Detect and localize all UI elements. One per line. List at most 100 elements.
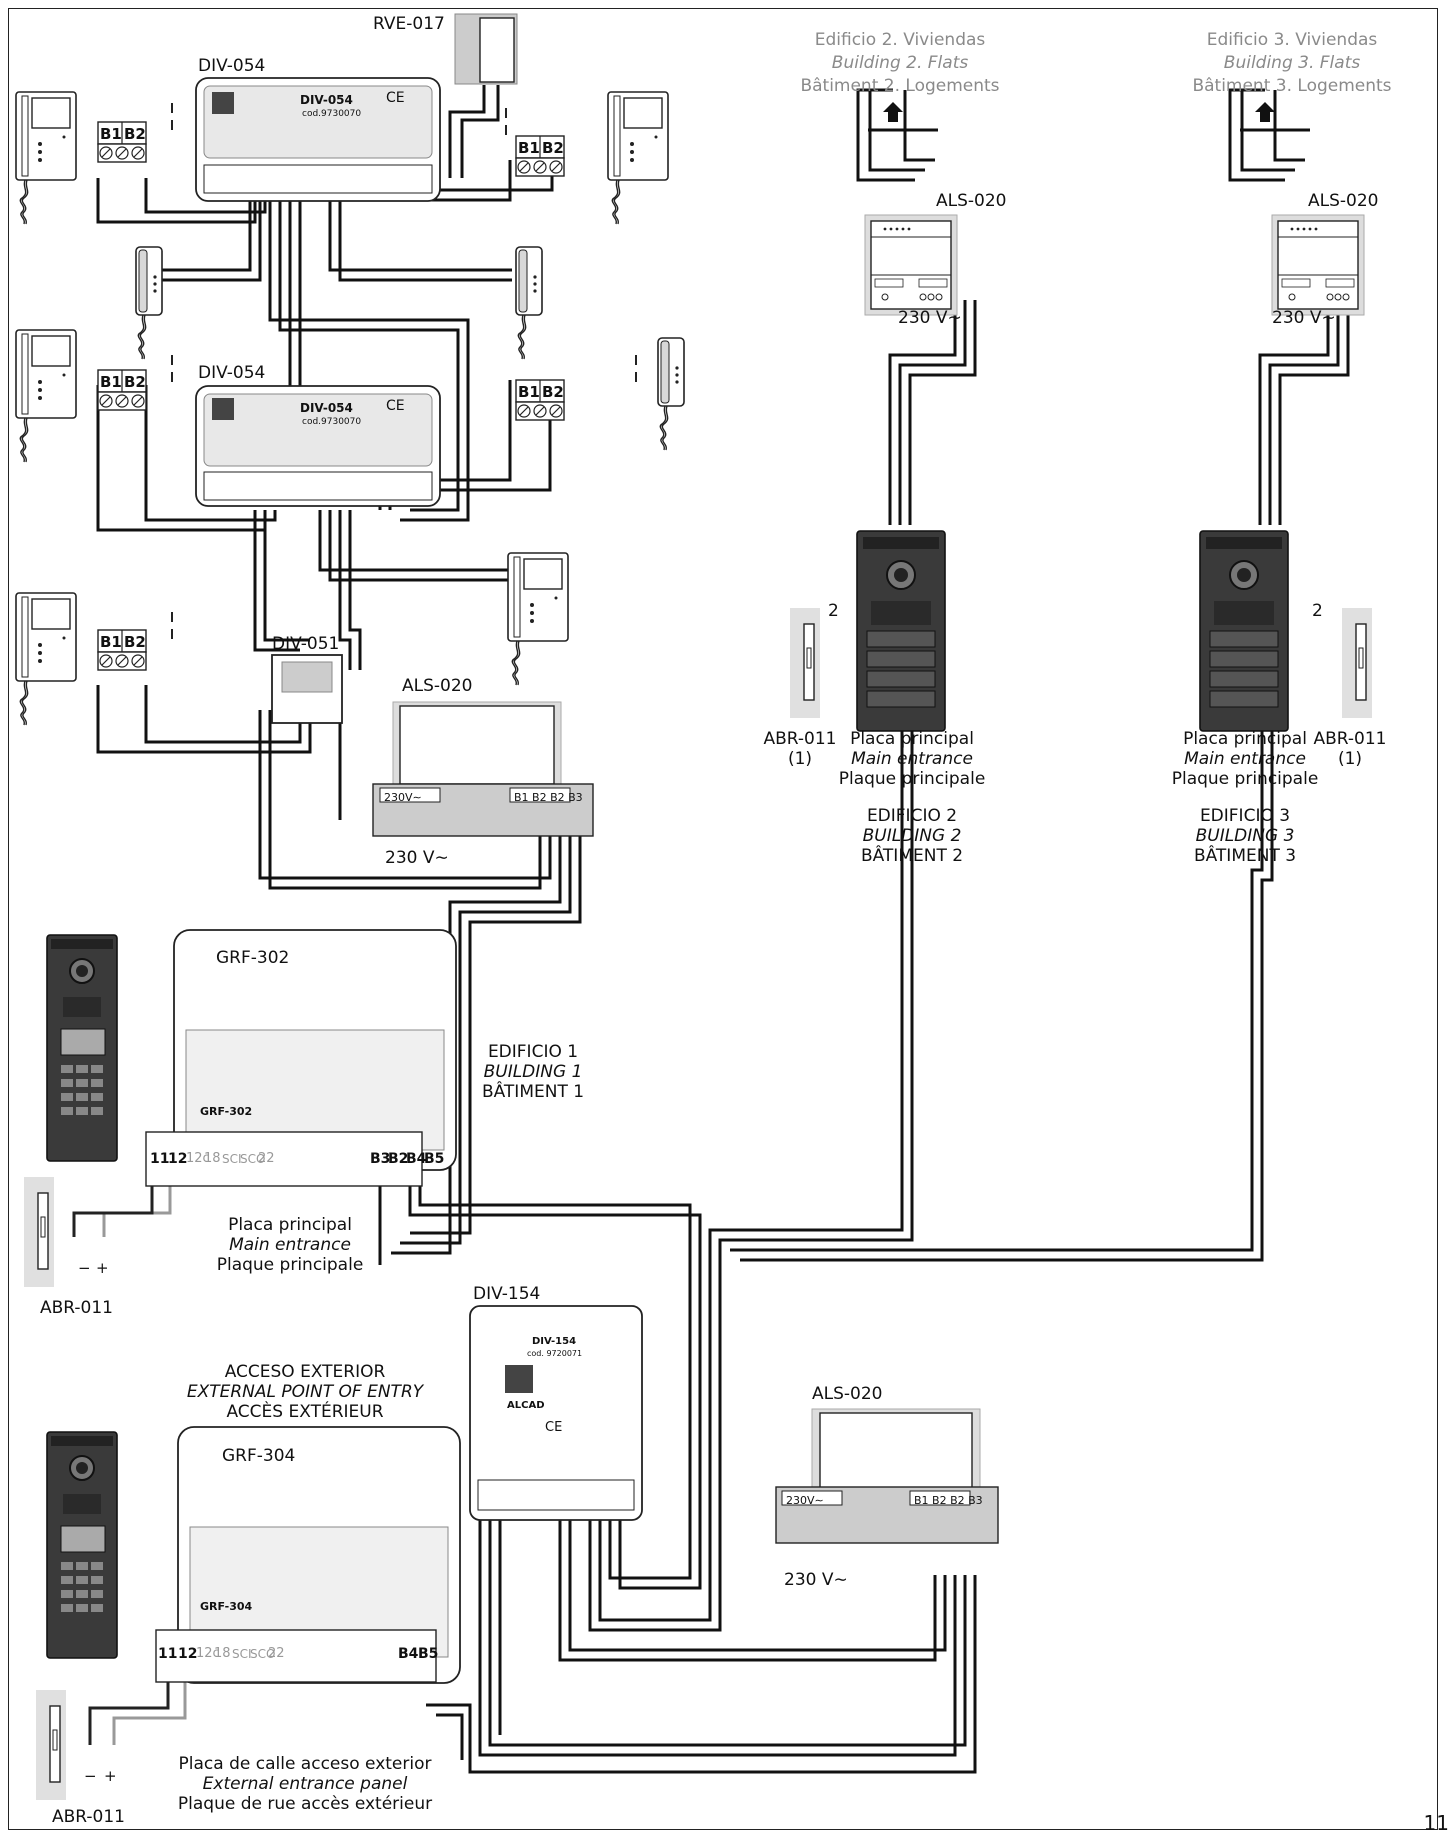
audio-handset	[657, 337, 685, 451]
building-risers	[868, 102, 1310, 132]
video-monitor	[607, 91, 669, 225]
door-lock	[23, 1176, 55, 1288]
terminal-label-b1: B1	[518, 383, 540, 401]
als020-power-supply	[1271, 214, 1365, 316]
div054-distributor-top	[195, 77, 441, 202]
voltage-label: 230 V∼	[1272, 308, 1336, 328]
div054-mid-ce-mark: CE	[386, 398, 405, 414]
building3-en: Building 3. Flats	[1223, 53, 1361, 73]
terminal-label-b1: B1	[100, 125, 122, 143]
abr011-b-label: ABR-011	[52, 1807, 125, 1827]
terminal-label-b2: B2	[124, 125, 146, 143]
div154-label: DIV-154	[473, 1284, 541, 1304]
grf302-b3: B3	[370, 1151, 391, 1167]
abr011-b2-note: (1)	[787, 749, 813, 769]
street-panel-en: External entrance panel	[202, 1774, 408, 1794]
grf302-t12c: 12c	[186, 1151, 210, 1166]
div054-ce-mark: CE	[386, 90, 405, 106]
grf302-main-es: Placa principal	[228, 1215, 352, 1235]
wire-count: 2	[828, 601, 839, 621]
als-left-plate-volt: 230V∼	[384, 791, 422, 804]
als-left-plate-b: B1 B2 B2 B3	[514, 791, 583, 804]
exterior-en: EXTERNAL POINT OF ENTRY	[186, 1382, 424, 1402]
abr011-a-label: ABR-011	[40, 1298, 113, 1318]
building3-fr: Bâtiment 3. Logements	[1192, 76, 1392, 96]
keypad-panel	[46, 934, 118, 1162]
continuation-marks	[171, 103, 637, 639]
lock-plus: +	[96, 1259, 109, 1277]
audio-handset	[135, 246, 163, 360]
lock-minus: −	[78, 1259, 91, 1277]
grf302-t18: 18	[204, 1151, 221, 1166]
grf304-t22: 22	[268, 1646, 285, 1661]
als020-power-supply-left	[372, 701, 594, 837]
grf304-plate-name: GRF-304	[200, 1600, 253, 1613]
div154-plate-code: cod. 9720071	[527, 1349, 583, 1358]
building2-en: Building 2. Flats	[831, 53, 969, 73]
grf304-t12c: 12c	[196, 1646, 220, 1661]
building2-es: Edificio 2. Viviendas	[814, 30, 986, 50]
als-bottom-plate-volt: 230V∼	[786, 1494, 824, 1507]
div054-plate-code: cod.9730070	[302, 109, 362, 119]
grf304-tsco: SCO	[250, 1647, 276, 1661]
div051-label: DIV-051	[272, 634, 340, 654]
voltage-label: 230 V∼	[385, 848, 449, 868]
building2-fr: Bâtiment 2. Logements	[800, 76, 1000, 96]
div054-distributor-mid	[195, 385, 441, 507]
edificio1-es: EDIFICIO 1	[487, 1042, 579, 1062]
als020-bottom-label: ALS-020	[812, 1384, 883, 1404]
div154-distributor	[469, 1305, 643, 1521]
grf302-b4: B4	[406, 1151, 427, 1167]
video-monitor	[15, 91, 77, 225]
exterior-es: ACCESO EXTERIOR	[224, 1362, 386, 1382]
grf304-b5: B5	[418, 1646, 439, 1662]
edificio3-es: EDIFICIO 3	[1199, 806, 1291, 826]
als020-b3-label: ALS-020	[1308, 191, 1379, 211]
voltage-label: 230 V∼	[898, 308, 962, 328]
div054-mid-label: DIV-054	[198, 363, 266, 383]
lock-plus: +	[104, 1767, 117, 1785]
div154-plate-name: DIV-154	[532, 1336, 577, 1347]
grf304-t11: 11	[158, 1646, 178, 1662]
div154-ce-mark: CE	[545, 1420, 563, 1435]
lock-wires	[72, 1186, 187, 1745]
edificio2-es: EDIFICIO 2	[866, 806, 958, 826]
door-lock	[1341, 607, 1373, 719]
abr011-b3-label: ABR-011	[1313, 729, 1387, 749]
terminal-label-b2: B2	[124, 633, 146, 651]
voltage-label: 230 V∼	[784, 1570, 848, 1590]
als020-power-supply	[864, 214, 958, 316]
b3-main-fr: Plaque principale	[1171, 769, 1319, 789]
grf302-t11: 11	[150, 1151, 170, 1167]
b2-main-fr: Plaque principale	[838, 769, 986, 789]
edificio3-fr: BÂTIMENT 3	[1193, 846, 1297, 866]
abr011-b2-label: ABR-011	[763, 729, 837, 749]
b3-main-en: Main entrance	[1184, 749, 1306, 769]
terminal-label-b2: B2	[542, 383, 564, 401]
edificio2-fr: BÂTIMENT 2	[860, 846, 964, 866]
grf302-label: GRF-302	[216, 948, 290, 968]
building3-es: Edificio 3. Viviendas	[1206, 30, 1378, 50]
grf302-t12: 12	[168, 1151, 188, 1167]
terminal-label-b1: B1	[518, 139, 540, 157]
div054-plate-name: DIV-054	[300, 93, 353, 107]
grf304-tsci: SCI	[232, 1647, 252, 1661]
div054-mid-plate-name: DIV-054	[300, 401, 353, 415]
als-bottom-plate-b: B1 B2 B2 B3	[914, 1494, 983, 1507]
grf304-label: GRF-304	[222, 1446, 296, 1466]
door-panel	[856, 530, 946, 732]
video-monitor	[15, 592, 77, 726]
page-frame	[8, 8, 1438, 1830]
div051-distributor	[271, 654, 343, 724]
grf304-t18: 18	[214, 1646, 231, 1661]
lock-minus: −	[84, 1767, 97, 1785]
grf302-t22: 22	[258, 1151, 275, 1166]
exterior-fr: ACCÈS EXTÉRIEUR	[226, 1402, 384, 1422]
div154-brand: ALCAD	[507, 1400, 545, 1411]
edificio3-en: BUILDING 3	[1195, 826, 1295, 846]
grf304-t12: 12	[178, 1646, 198, 1662]
als020-power-supply-bottom	[775, 1408, 999, 1544]
keypad-panel	[46, 1431, 118, 1659]
grf302-b5: B5	[424, 1151, 445, 1167]
